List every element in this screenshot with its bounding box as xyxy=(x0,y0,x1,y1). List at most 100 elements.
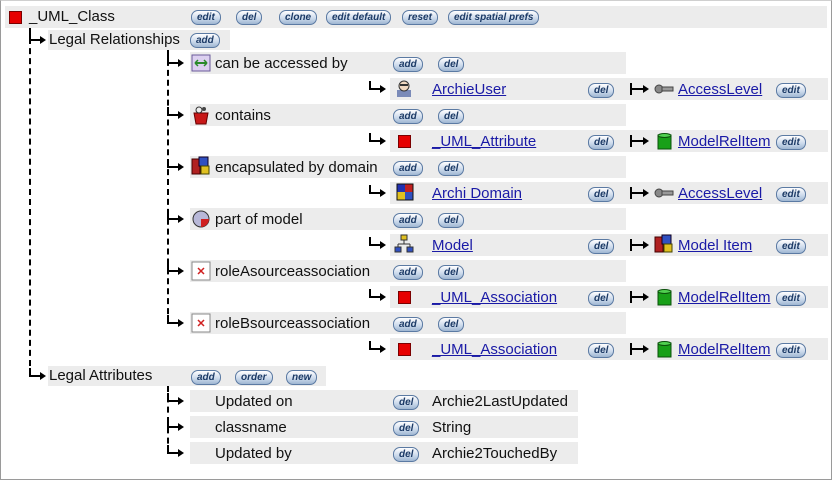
target-link[interactable]: Archi Domain xyxy=(432,185,523,202)
tree-line-relationships xyxy=(167,50,169,324)
clone-button[interactable]: clone xyxy=(279,10,318,25)
relation-arrow-icon xyxy=(630,239,649,251)
order-attributes-button[interactable]: order xyxy=(235,370,273,385)
red-square-icon xyxy=(398,291,411,304)
contains-icon xyxy=(193,106,209,125)
attribute-del-button[interactable]: del xyxy=(393,421,420,436)
attribute-type: String xyxy=(432,419,472,436)
model-item-icon xyxy=(654,234,673,253)
attribute-type: Archie2LastUpdated xyxy=(432,393,568,410)
relation-edit-button[interactable]: edit xyxy=(776,343,806,358)
target-link[interactable]: Model xyxy=(432,237,473,254)
tree-arrow-icon xyxy=(369,341,386,353)
tree-arrow-icon xyxy=(369,289,386,301)
add-attribute-button[interactable]: add xyxy=(191,370,221,385)
target-link[interactable]: _UML_Association xyxy=(432,341,558,358)
tree-arrow-icon xyxy=(167,393,184,405)
tree-arrow-icon xyxy=(167,211,184,223)
relation-arrow-icon xyxy=(630,291,649,303)
attribute-name: Updated by xyxy=(215,445,292,462)
tree-arrow-icon xyxy=(167,445,184,457)
cube-icon xyxy=(396,183,414,201)
attribute-name: classname xyxy=(215,419,287,436)
relation-edit-button[interactable]: edit xyxy=(776,83,806,98)
target-del-button[interactable]: del xyxy=(588,187,615,202)
broken-image-icon xyxy=(191,261,211,281)
new-attribute-button[interactable]: new xyxy=(286,370,318,385)
class-title: _UML_Class xyxy=(29,8,115,25)
tree-arrow-icon xyxy=(167,159,184,171)
relation-arrow-icon xyxy=(630,187,649,199)
relation-link[interactable]: Model Item xyxy=(678,237,753,254)
attribute-name: Updated on xyxy=(215,393,293,410)
edit-default-button[interactable]: edit default xyxy=(326,10,392,25)
red-square-icon xyxy=(398,135,411,148)
red-square-icon xyxy=(398,343,411,356)
tree-arrow-icon xyxy=(167,419,184,431)
relationship-del-button[interactable]: del xyxy=(438,109,465,124)
legal-relationships-label: Legal Relationships xyxy=(49,31,180,48)
target-del-button[interactable]: del xyxy=(588,83,615,98)
legal-relationships-row-bg xyxy=(48,30,230,50)
del-button[interactable]: del xyxy=(236,10,263,25)
target-del-button[interactable]: del xyxy=(588,135,615,150)
relationship-add-button[interactable]: add xyxy=(393,109,423,124)
user-icon xyxy=(397,80,411,97)
relation-edit-button[interactable]: edit xyxy=(776,239,806,254)
tree-arrow-icon xyxy=(29,368,46,380)
relation-link[interactable]: ModelRelItem xyxy=(678,133,771,150)
target-del-button[interactable]: del xyxy=(588,239,615,254)
relationship-del-button[interactable]: del xyxy=(438,265,465,280)
relationship-del-button[interactable]: del xyxy=(438,161,465,176)
relationship-add-button[interactable]: add xyxy=(393,265,423,280)
tree-arrow-icon xyxy=(369,133,386,145)
relation-edit-button[interactable]: edit xyxy=(776,135,806,150)
target-link[interactable]: ArchieUser xyxy=(432,81,507,98)
tree-arrow-icon xyxy=(369,185,386,197)
attribute-type: Archie2TouchedBy xyxy=(432,445,558,462)
relationship-del-button[interactable]: del xyxy=(438,57,465,72)
attr-row-bg-0 xyxy=(190,390,578,412)
relation-edit-button[interactable]: edit xyxy=(776,291,806,306)
relationship-name: can be accessed by xyxy=(215,55,348,72)
attribute-del-button[interactable]: del xyxy=(393,447,420,462)
relation-link[interactable]: AccessLevel xyxy=(678,81,763,98)
relationship-name: roleAsourceassociation xyxy=(215,263,371,280)
key-icon xyxy=(654,188,674,198)
broken-image-icon xyxy=(191,313,211,333)
relationship-add-button[interactable]: add xyxy=(393,57,423,72)
green-cylinder-icon xyxy=(657,341,672,358)
relationship-add-button[interactable]: add xyxy=(393,317,423,332)
target-del-button[interactable]: del xyxy=(588,291,615,306)
relationship-del-button[interactable]: del xyxy=(438,213,465,228)
attr-row-bg-2 xyxy=(190,442,578,464)
relation-link[interactable]: ModelRelItem xyxy=(678,341,771,358)
green-cylinder-icon xyxy=(657,133,672,150)
relationship-del-button[interactable]: del xyxy=(438,317,465,332)
relation-arrow-icon xyxy=(630,83,649,95)
relation-edit-button[interactable]: edit xyxy=(776,187,806,202)
tree-arrow-icon xyxy=(369,237,386,249)
relation-link[interactable]: ModelRelItem xyxy=(678,289,771,306)
relationship-add-button[interactable]: add xyxy=(393,161,423,176)
connector-icon xyxy=(191,54,211,72)
relationship-add-button[interactable]: add xyxy=(393,213,423,228)
edit-button[interactable]: edit xyxy=(191,10,221,25)
tree-arrow-icon xyxy=(167,315,184,327)
relationship-name: part of model xyxy=(215,211,303,228)
relation-link[interactable]: AccessLevel xyxy=(678,185,763,202)
relation-arrow-icon xyxy=(630,343,649,355)
attribute-del-button[interactable]: del xyxy=(393,395,420,410)
attr-row-bg-1 xyxy=(190,416,578,438)
add-relationship-button[interactable]: add xyxy=(190,33,220,48)
hierarchy-icon xyxy=(394,234,414,253)
tree-arrow-icon xyxy=(29,32,46,44)
tree-arrow-icon xyxy=(167,263,184,275)
target-link[interactable]: _UML_Association xyxy=(432,289,558,306)
target-del-button[interactable]: del xyxy=(588,343,615,358)
domain-icon xyxy=(191,156,210,175)
edit-spatial-prefs-button[interactable]: edit spatial prefs xyxy=(448,10,540,25)
reset-button[interactable]: reset xyxy=(402,10,438,25)
relation-arrow-icon xyxy=(630,135,649,147)
target-link[interactable]: _UML_Attribute xyxy=(432,133,537,150)
